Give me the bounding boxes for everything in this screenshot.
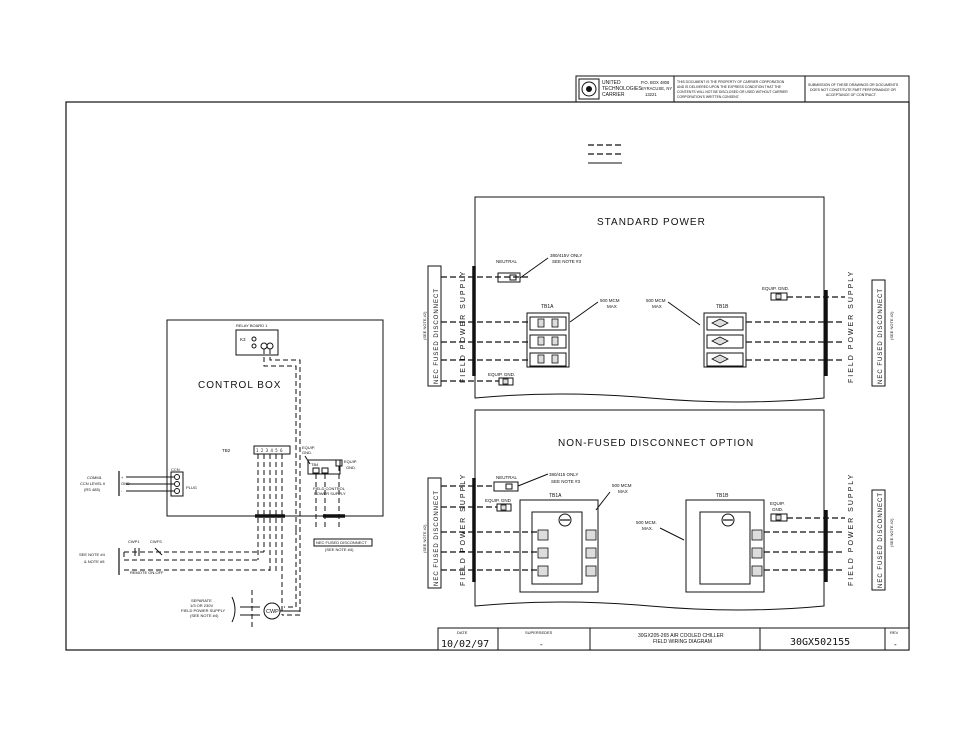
company-line2: TECHNOLOGIES <box>602 86 642 92</box>
address-line1: P.O. BOX 4808 <box>641 80 670 85</box>
nf-equip-gnd-r1: EQUIP. <box>770 501 785 506</box>
field-control-1: FIELD CONTROL <box>313 486 346 491</box>
nf-mcm-right-1: 500 MCM. <box>636 520 657 525</box>
cwp-label: CWP <box>266 609 279 615</box>
equip-gnd-a: EQUIP. <box>302 445 315 450</box>
tb4-label: TB4 <box>311 462 319 467</box>
nf-right-vert-1: FIELD POWER SUPPLY <box>848 473 855 586</box>
cwfs-label: CWFS <box>150 539 162 544</box>
sp-right-vert-3: (SEE NOTE #2) <box>889 311 894 340</box>
plus-label: + <box>121 475 124 480</box>
gnd-a: GND. <box>302 450 312 455</box>
sp-mcm-left-2: MAX <box>607 304 617 309</box>
nf-left-vert-2: (SEE NOTE #2) <box>422 524 427 553</box>
separate-line1: SEPARATE <box>191 598 212 603</box>
ccn-label: CCN <box>171 467 180 472</box>
date-value: 10/02/97 <box>441 639 489 650</box>
sp-neutral: NEUTRAL <box>496 259 518 264</box>
nf-equip-gnd-r2: GND. <box>772 507 783 512</box>
separate-line2: 1/3 OR 230V <box>190 603 213 608</box>
see-note-4-box: (SEE NOTE #4) <box>325 547 354 552</box>
k3-label: K3 <box>240 337 246 342</box>
sp-right-vert-2: NEC FUSED DISCONNECT <box>878 288 884 384</box>
nf-note-1: 380/415 ONLY <box>549 472 578 477</box>
sp-right-vert-1: FIELD POWER SUPPLY <box>848 270 855 383</box>
separate-line3: FIELD POWER SUPPLY <box>181 608 225 613</box>
control-box-title: CONTROL BOX <box>198 380 281 391</box>
nf-tb1a: TB1A <box>549 493 562 499</box>
see-note-4: SEE NOTE #4 <box>79 552 106 557</box>
minus-label: - <box>121 488 123 493</box>
plug-label: PLUG <box>186 485 197 490</box>
standard-power-title: STANDARD POWER <box>597 217 706 228</box>
notice2-line3: ACCEPTANCE OF CONTRACT. <box>826 93 877 97</box>
notice2-line1: SUBMISSION OF THESE DRAWINGS OR DOCUMENT… <box>808 83 899 87</box>
date-label: DATE <box>457 630 468 635</box>
sp-note-2: SEE NOTE #3 <box>552 259 582 264</box>
supersedes-label: SUPERSEDES <box>525 630 553 635</box>
sp-equip-gnd-left: EQUIP. GND. <box>488 372 515 377</box>
supersedes-value: - <box>540 640 543 649</box>
sp-left-vert-3: FIELD POWER SUPPLY <box>460 270 467 383</box>
notice-line2: AND IS DELIVERED UPON THE EXPRESS CONDIT… <box>677 85 782 89</box>
relay-board-label: RELAY BOARD 1 <box>236 323 268 328</box>
line-legend <box>588 144 622 164</box>
comm1-line2: CCN LEVEL II <box>80 481 105 486</box>
sp-mcm-right-2: MAX <box>652 304 662 309</box>
nec-fused-box: NEC FUSED DISCONNECT <box>316 540 367 545</box>
nf-left-vert-3: FIELD POWER SUPPLY <box>460 473 467 586</box>
drawing-title-line1: 30GX205-265 AIR COOLED CHILLER <box>638 633 724 639</box>
nf-mcm-right-2: MAX. <box>642 526 653 531</box>
nf-tb1b: TB1B <box>716 493 729 499</box>
sp-mcm-left-1: 500 MCM <box>600 298 620 303</box>
comm1-line1: COMM1 <box>87 475 103 480</box>
notice-line1: THIS DOCUMENT IS THE PROPERTY OF CARRIER… <box>677 80 785 84</box>
nonfused-section: NON-FUSED DISCONNECT OPTION NEC FUSED DI… <box>422 409 894 611</box>
company-line3: CARRIER <box>602 92 625 98</box>
control-box-section: CONTROL BOX RELAY BOARD 1 K3 TB2 1 2 3 4… <box>79 319 384 630</box>
tb2-terminals: 1 2 3 4 5 6 <box>256 448 283 453</box>
nf-note-2: SEE NOTE #3 <box>551 479 581 484</box>
nf-right-vert-3: (SEE NOTE #2) <box>889 518 894 547</box>
company-line1: UNITED <box>602 80 621 86</box>
standard-power-section: STANDARD POWER NEC FUSED DISCONNECT (SEE… <box>422 196 894 403</box>
rev-value: - <box>894 640 897 649</box>
address-line2: SYRACUSE, NY <box>641 86 672 91</box>
nf-neutral: NEUTRAL <box>496 475 518 480</box>
drawing-title-line2: FIELD WIRING DIAGRAM <box>653 639 712 645</box>
sp-left-vert-2: (SEE NOTE #2) <box>422 311 427 340</box>
nf-equip-gnd-left: EQUIP. GND <box>485 498 512 503</box>
remote-on-off: REMOTE ON-OFF <box>130 570 164 575</box>
sp-equip-gnd-right: EQUIP. GND. <box>762 286 789 291</box>
sp-note-1: 380/415V ONLY <box>550 253 582 258</box>
bottom-title-block: DATE 10/02/97 SUPERSEDES - 30GX205-265 A… <box>437 627 910 651</box>
field-control-2: POWER SUPPLY <box>314 491 346 496</box>
nonfused-title: NON-FUSED DISCONNECT OPTION <box>558 438 754 449</box>
cwp1-label: CWP1 <box>128 539 140 544</box>
drawing-number: 30GX502155 <box>790 637 850 648</box>
comm1-line3: (RS 485) <box>84 487 101 492</box>
sp-tb1a: TB1A <box>541 304 554 310</box>
title-block: UNITED TECHNOLOGIES CARRIER P.O. BOX 480… <box>575 75 910 103</box>
tb2-label: TB2 <box>222 448 231 453</box>
sp-mcm-right-1: 500 MCM <box>646 298 666 303</box>
rev-label: REV <box>890 630 899 635</box>
gnd-b: GND. <box>346 465 356 470</box>
notice-line3: CONTENTS WILL NOT BE DISCLOSED OR USED W… <box>677 90 788 94</box>
separate-line4: (SEE NOTE #4) <box>190 613 219 618</box>
nf-mcm-left-1: 500 MCM <box>612 483 632 488</box>
nf-mcm-left-2: MAX <box>618 489 628 494</box>
nf-left-vert-1: NEC FUSED DISCONNECT <box>434 490 440 586</box>
and-note-5: & NOTE #5 <box>84 559 105 564</box>
sp-left-vert-1: NEC FUSED DISCONNECT <box>434 288 440 384</box>
nf-right-vert-2: NEC FUSED DISCONNECT <box>878 492 884 588</box>
address-line3: 13221 <box>645 92 657 97</box>
notice-line4: CORPORATION'S WRITTEN CONSENT. <box>677 95 739 99</box>
equip-gnd-b: EQUIP. <box>344 459 357 464</box>
notice2-line2: DOES NOT CONSTITUTE PART PERFORMANCE OR <box>810 88 896 92</box>
gnd-label: GND <box>121 481 130 486</box>
sp-tb1b: TB1B <box>716 304 729 310</box>
